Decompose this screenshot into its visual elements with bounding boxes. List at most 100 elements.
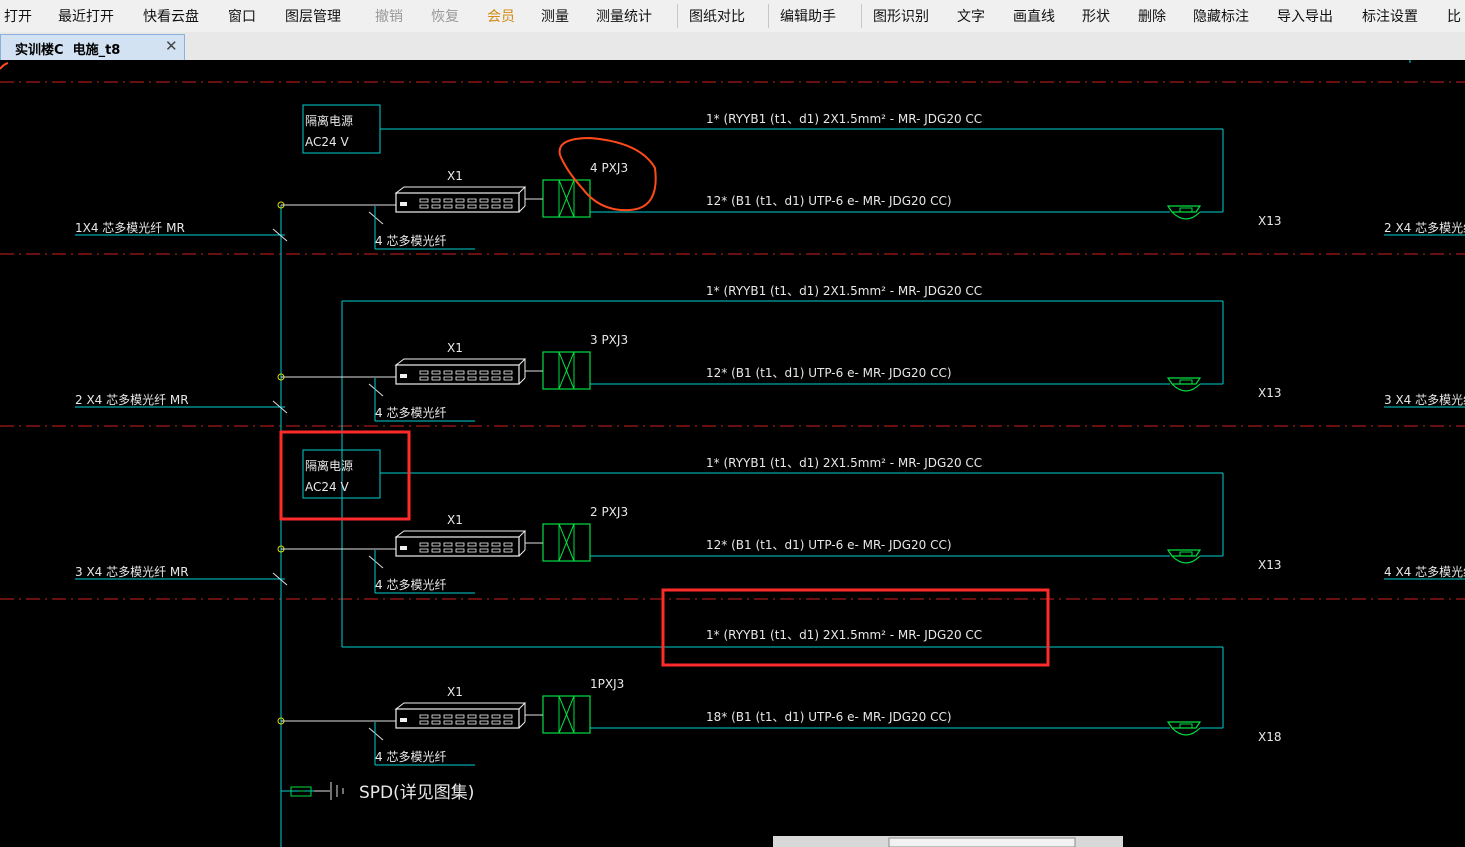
switch-port <box>443 198 453 203</box>
switch-port <box>479 376 489 381</box>
switch-port <box>419 198 429 203</box>
patch-panel-cross <box>558 179 575 218</box>
switch-port <box>419 204 429 209</box>
switch-port <box>443 548 453 553</box>
tab-bar: 实训楼C 电施_t8 ✕ <box>0 32 1465 60</box>
network-switch-top <box>394 358 527 366</box>
switch-port <box>443 542 453 547</box>
toolbar-item-14[interactable]: 画直线 <box>1013 9 1055 25</box>
switch-port <box>503 198 513 203</box>
toolbar-item-2[interactable]: 快看云盘 <box>143 9 199 25</box>
switch-port <box>467 376 477 381</box>
patch-panel-label: 2 PXJ3 <box>590 505 628 519</box>
toolbar-item-8[interactable]: 测量 <box>541 9 569 25</box>
endpoint-count-label: X13 <box>1258 386 1282 400</box>
spd-symbol <box>290 786 312 797</box>
fiber-in-label: 1X4 芯多模光纤 MR <box>75 221 185 235</box>
toolbar-item-3[interactable]: 窗口 <box>228 9 256 25</box>
switch-port <box>503 376 513 381</box>
toolbar-item-1[interactable]: 最近打开 <box>58 9 114 25</box>
switch-edge <box>518 549 526 557</box>
switch-port <box>479 542 489 547</box>
toolbar-item-9[interactable]: 测量统计 <box>596 9 652 25</box>
camera-lens <box>1179 723 1193 729</box>
switch-port <box>503 542 513 547</box>
fiber-out-label: 2 X4 芯多模光纤 <box>1384 221 1465 235</box>
camera-dome <box>1171 727 1201 736</box>
switch-port <box>467 198 477 203</box>
toolbar-item-18[interactable]: 导入导出 <box>1277 9 1333 25</box>
fiber-local-label: 4 芯多模光纤 <box>375 406 446 420</box>
tick-mark <box>272 400 288 414</box>
toolbar-item-12[interactable]: 图形识别 <box>873 9 929 25</box>
switch-port <box>491 198 501 203</box>
switch-port <box>431 548 441 553</box>
camera-symbol <box>1166 205 1202 213</box>
switch-port <box>419 720 429 725</box>
power-cable-label: 1* (RYYB1 (t1、d1) 2X1.5mm² - MR- JDG20 C… <box>706 284 982 298</box>
switch-port <box>491 714 501 719</box>
tick-mark <box>272 572 288 586</box>
switch-port <box>443 376 453 381</box>
switch-port <box>467 548 477 553</box>
network-switch <box>395 192 520 213</box>
fiber-local-label: 4 芯多模光纤 <box>375 578 446 592</box>
switch-port <box>431 198 441 203</box>
toolbar-item-19[interactable]: 标注设置 <box>1362 9 1418 25</box>
main-toolbar: 打开 最近打开 快看云盘 窗口 图层管理 撤销 恢复 会员 测量 测量统计 图纸对比 编辑助手 图形识别… <box>0 0 1465 33</box>
camera-dome <box>1171 211 1201 220</box>
camera-lens <box>1179 379 1193 385</box>
switch-port <box>479 370 489 375</box>
utp-cable-label: 12* (B1 (t1、d1) UTP-6 e- MR- JDG20 CC) <box>706 538 952 552</box>
switch-port <box>419 376 429 381</box>
camera-lens <box>1179 207 1193 213</box>
switch-port <box>491 204 501 209</box>
toolbar-item-0[interactable]: 打开 <box>4 9 32 25</box>
power-voltage-label: AC24 V <box>305 480 349 494</box>
network-switch-top <box>394 530 527 538</box>
switch-label: X1 <box>447 341 463 355</box>
toolbar-item-16[interactable]: 删除 <box>1138 9 1166 25</box>
switch-port <box>491 376 501 381</box>
patch-panel-label: 3 PXJ3 <box>590 333 628 347</box>
toolbar-item-13[interactable]: 文字 <box>957 9 985 25</box>
switch-port <box>431 204 441 209</box>
switch-port <box>443 370 453 375</box>
toolbar-item-4[interactable]: 图层管理 <box>285 9 341 25</box>
switch-port <box>419 714 429 719</box>
toolbar-item-15[interactable]: 形状 <box>1082 9 1110 25</box>
switch-port <box>455 198 465 203</box>
network-switch-top <box>394 702 527 710</box>
tick-mark <box>272 228 288 242</box>
tick-mark <box>368 211 384 225</box>
toolbar-item-17[interactable]: 隐藏标注 <box>1193 9 1249 25</box>
switch-port <box>443 714 453 719</box>
switch-port <box>503 370 513 375</box>
toolbar-item-7[interactable]: 会员 <box>487 9 515 25</box>
toolbar-item-6[interactable]: 恢复 <box>431 9 459 25</box>
camera-symbol <box>1166 721 1202 729</box>
annotation-box-cable <box>661 588 1050 667</box>
toolbar-item-5[interactable]: 撤销 <box>375 9 403 25</box>
toolbar-item-20[interactable]: 比 <box>1447 9 1461 25</box>
power-voltage-label: AC24 V <box>305 135 349 149</box>
fiber-local-label: 4 芯多模光纤 <box>375 234 446 248</box>
switch-port <box>467 370 477 375</box>
tab-drawing[interactable]: 实训楼C 电施_t8 ✕ <box>0 34 185 60</box>
toolbar-item-10[interactable]: 图纸对比 <box>689 9 745 25</box>
switch-port <box>467 542 477 547</box>
power-cable-label: 1* (RYYB1 (t1、d1) 2X1.5mm² - MR- JDG20 C… <box>706 112 982 126</box>
utp-cable-label: 12* (B1 (t1、d1) UTP-6 e- MR- JDG20 CC) <box>706 194 952 208</box>
toolbar-item-11[interactable]: 编辑助手 <box>780 9 836 25</box>
power-label: 隔离电源 <box>305 113 353 128</box>
switch-edge <box>518 377 526 385</box>
close-icon[interactable]: ✕ <box>165 37 178 55</box>
utp-cable-label: 12* (B1 (t1、d1) UTP-6 e- MR- JDG20 CC) <box>706 366 952 380</box>
tab-label: 实训楼C 电施_t8 <box>15 43 121 58</box>
switch-port <box>455 714 465 719</box>
switch-port <box>419 542 429 547</box>
annotation-stroke <box>0 62 9 70</box>
switch-port <box>503 204 513 209</box>
network-switch <box>395 364 520 385</box>
